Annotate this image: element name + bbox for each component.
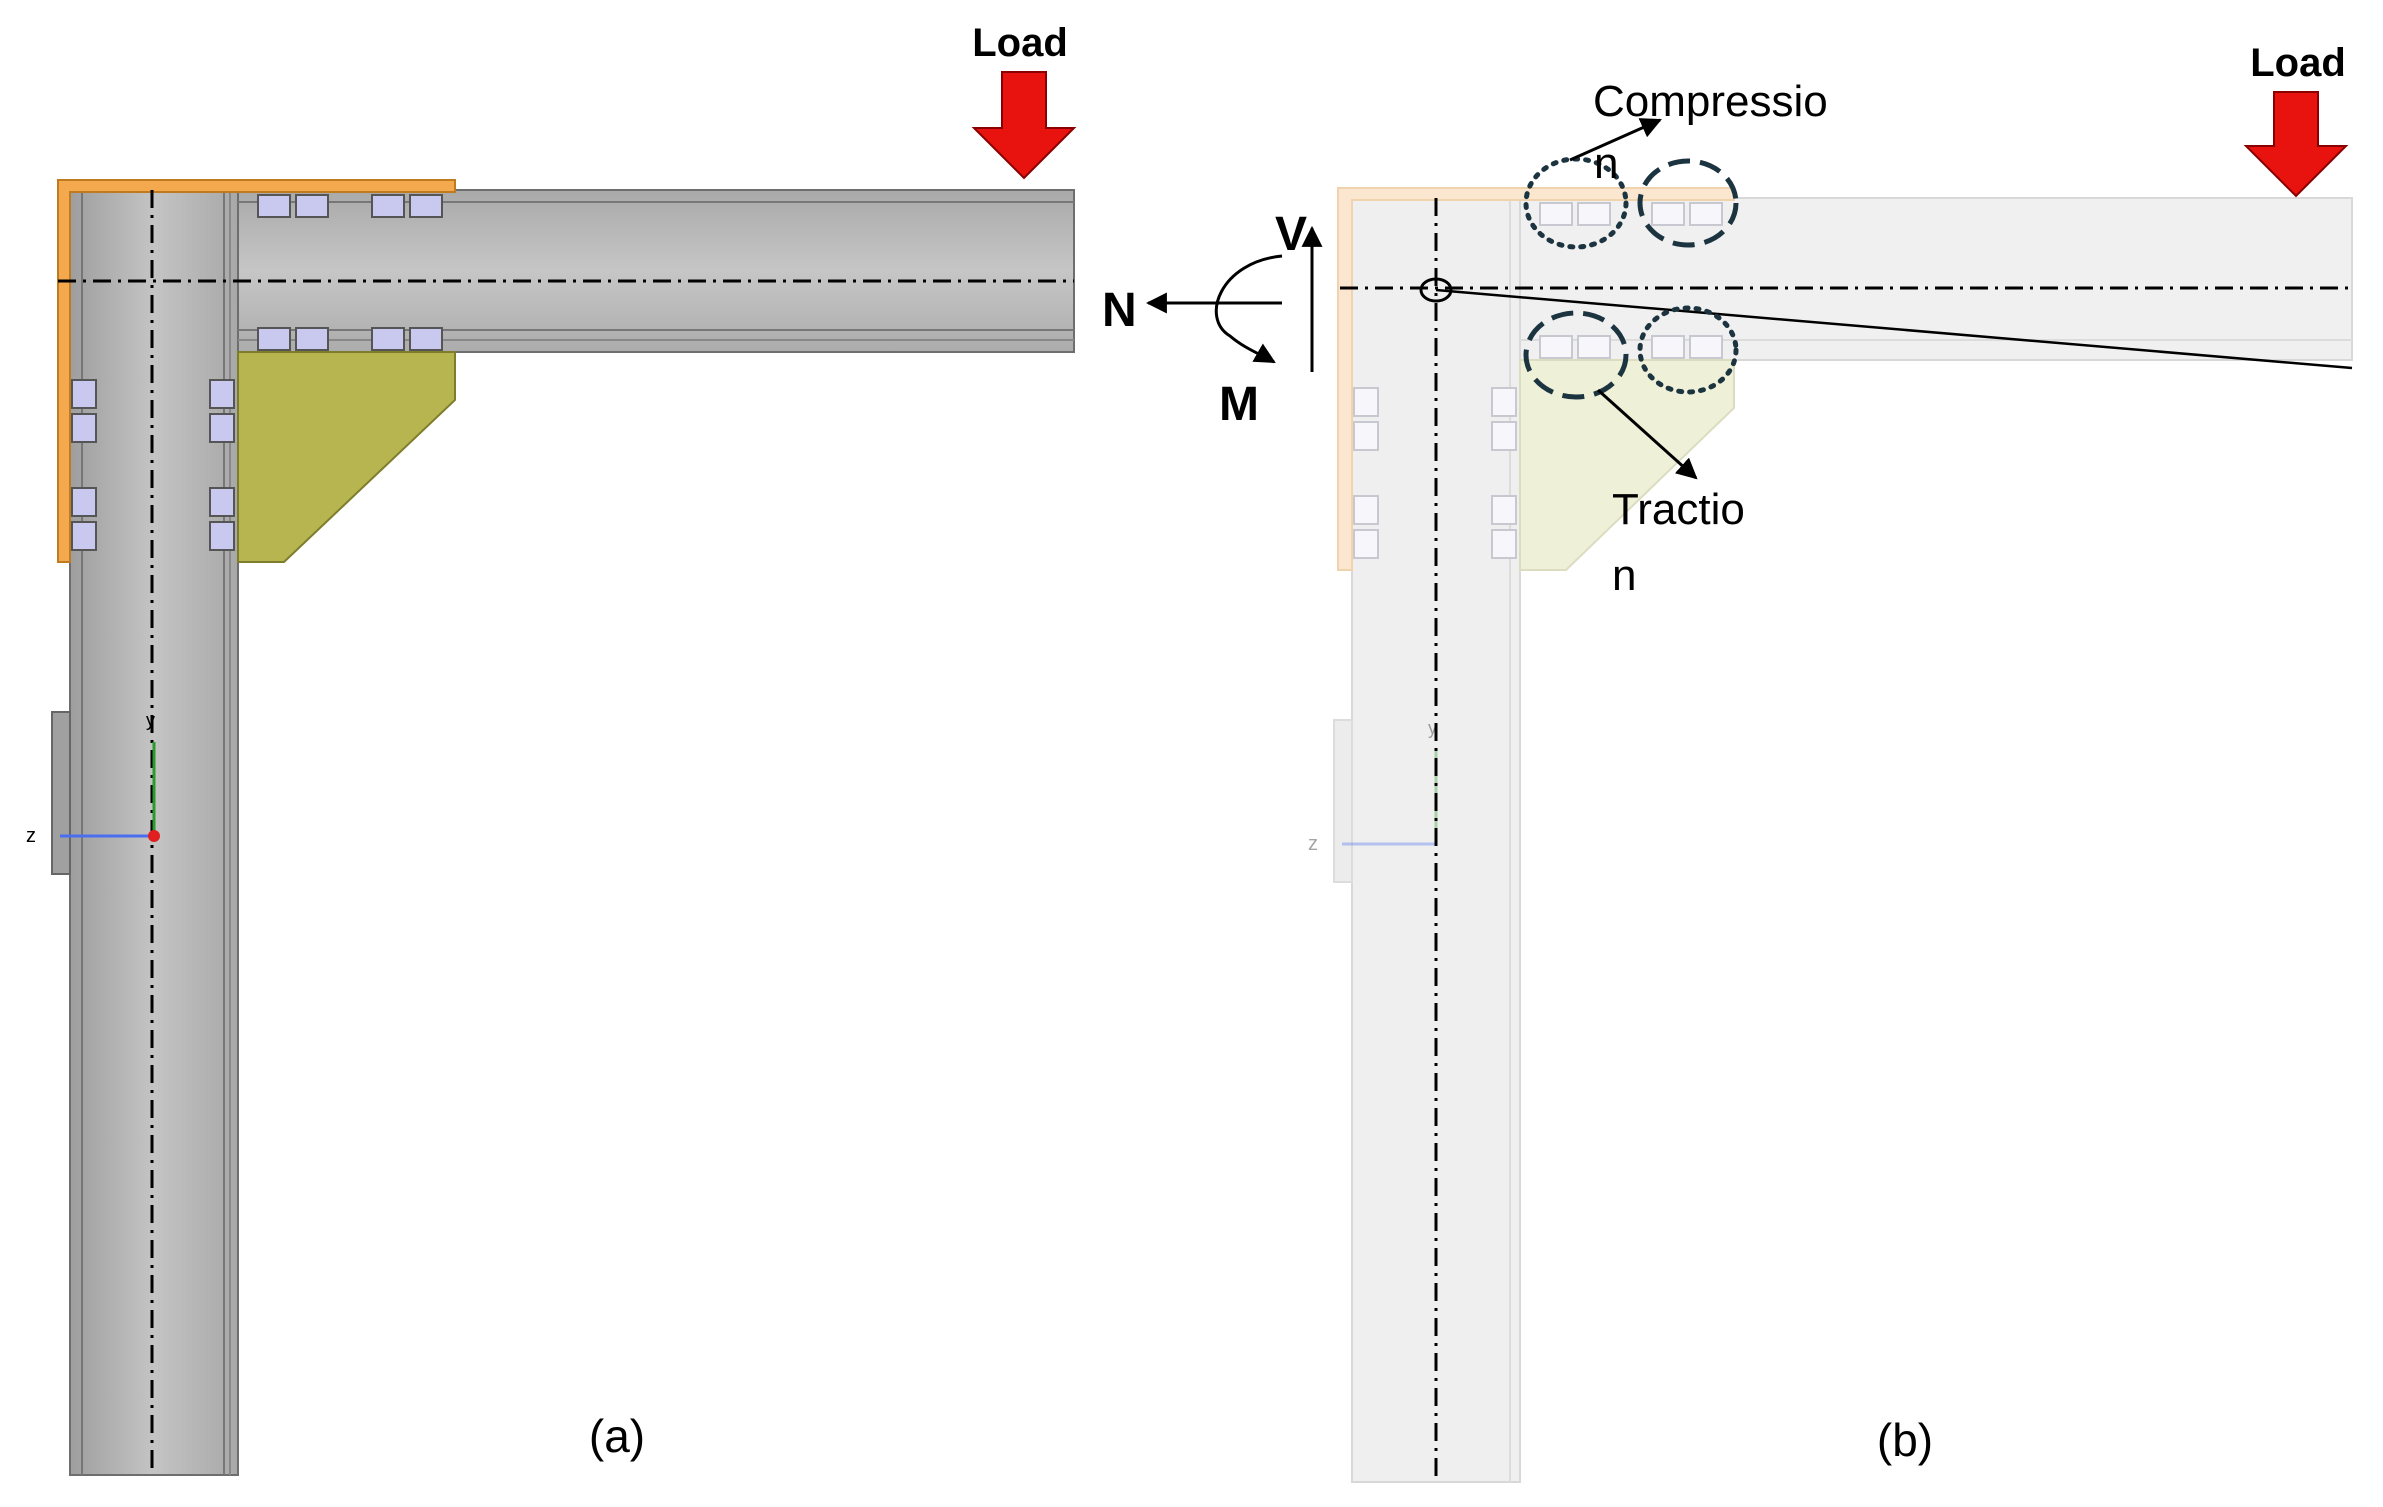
bolt (1491, 495, 1517, 525)
panel-a: y z Load (a) (26, 21, 1077, 1476)
bolt (71, 487, 97, 517)
bolt (257, 194, 291, 218)
axis-y-label-a: y (146, 710, 155, 730)
force-N-label: N (1102, 284, 1137, 337)
load-label-b: Load (2250, 41, 2346, 85)
bolt (209, 413, 235, 443)
caption-b: (b) (1877, 1414, 1933, 1466)
compression-label-line1: Compressio (1593, 77, 1828, 126)
moment-M-arrow (1214, 254, 1283, 364)
rotated-axis-line (1435, 288, 2353, 370)
traction-pointer (1596, 388, 1698, 480)
compression-zone-dotted (1523, 156, 1629, 250)
bolt (1539, 202, 1573, 226)
load-label-a: Load (972, 21, 1068, 65)
compression-zone-dashed (1637, 158, 1739, 248)
traction-label-line2: n (1612, 551, 1636, 600)
bolt (371, 327, 405, 351)
bolt (295, 194, 329, 218)
bolt (1353, 387, 1379, 417)
traction-label-line1: Tractio (1612, 485, 1745, 534)
bolt-group-a (71, 194, 443, 551)
axis-z-label-a: z (26, 825, 36, 847)
bolt (71, 413, 97, 443)
stiffener-b (1519, 359, 1735, 571)
node-marker (1419, 277, 1453, 303)
bolt (295, 327, 329, 351)
bolt (1651, 202, 1685, 226)
stiffener-a (237, 351, 456, 563)
compression-pointer (1569, 118, 1662, 162)
bolt (371, 194, 405, 218)
bolt (1491, 387, 1517, 417)
beam-a (237, 189, 1075, 353)
bolt (209, 379, 235, 409)
bolt (1689, 335, 1723, 359)
bolt (71, 379, 97, 409)
bolt (1577, 335, 1611, 359)
bolt (209, 521, 235, 551)
force-V-label: V (1275, 208, 1307, 261)
column-side-plate-b (1333, 719, 1353, 883)
bolt (1353, 495, 1379, 525)
traction-zone-dashed (1523, 310, 1629, 400)
axis-z-label-b: z (1308, 833, 1318, 855)
bolt (1577, 202, 1611, 226)
bolt (1539, 335, 1573, 359)
bolt (209, 487, 235, 517)
traction-zone-dotted (1637, 305, 1739, 395)
bolt (1651, 335, 1685, 359)
caption-a: (a) (589, 1410, 645, 1462)
bolt (409, 327, 443, 351)
bolt (1353, 529, 1379, 559)
axis-triad-a: y z (26, 710, 160, 847)
bolt (71, 521, 97, 551)
bolt (1353, 421, 1379, 451)
bolt (1491, 421, 1517, 451)
panel-b: y z Compressio n Tractio n N V M Load (b… (1102, 41, 2353, 1483)
load-arrow-b (2243, 91, 2349, 198)
load-arrow-a (971, 71, 1077, 180)
moment-M-label: M (1219, 378, 1259, 431)
bolt (409, 194, 443, 218)
axis-y-label-b: y (1428, 718, 1437, 738)
bolt (1491, 529, 1517, 559)
bolt (257, 327, 291, 351)
column-side-plate-a (51, 711, 71, 875)
bolt-group-b (1353, 202, 1723, 559)
end-plate-a (57, 179, 456, 563)
bolt (1689, 202, 1723, 226)
